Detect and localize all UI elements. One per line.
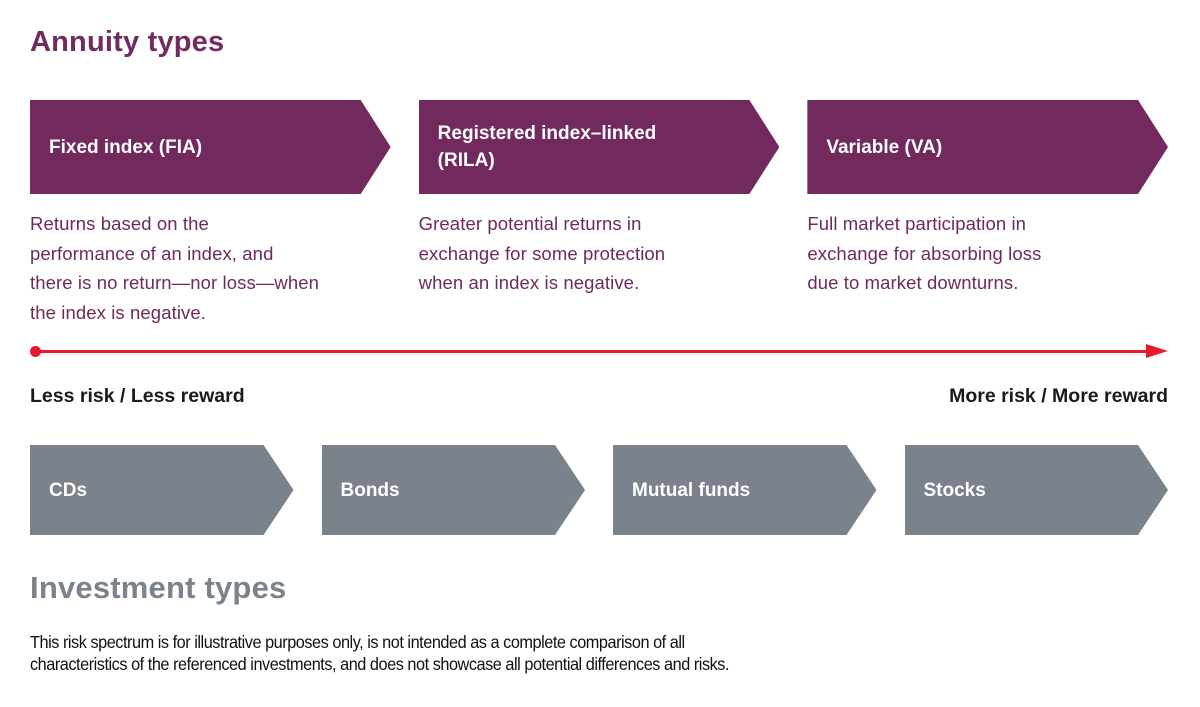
annuity-types-title: Annuity types <box>30 26 225 58</box>
spectrum-label-row: Less risk / Less reward More risk / More… <box>30 385 1168 408</box>
rila-description: Greater potential returns in exchange fo… <box>418 213 666 293</box>
disclaimer-text: This risk spectrum is for illustrative p… <box>30 632 730 674</box>
annuity-arrow-label: Variable (VA) <box>826 136 943 158</box>
annuity-description-row: Returns based on the performance of an i… <box>30 209 1168 327</box>
spectrum-line <box>35 350 1154 353</box>
investment-arrow-stocks: Stocks <box>905 445 1169 535</box>
investment-types-title: Investment types <box>30 570 287 605</box>
investment-arrow-row: CDs Bonds Mutual funds Stocks <box>30 445 1168 535</box>
investment-arrow-bonds: Bonds <box>322 445 586 535</box>
annuity-arrow-label: Fixed index (FIA) <box>49 136 203 158</box>
investment-arrow-label: Mutual funds <box>632 479 751 501</box>
annuity-arrow-variable: Variable (VA) <box>807 100 1168 194</box>
investment-arrow-label: CDs <box>49 479 88 501</box>
investment-arrow-mutual-funds: Mutual funds <box>613 445 877 535</box>
variable-description: Full market participation in exchange fo… <box>807 213 1042 293</box>
more-risk-label: More risk / More reward <box>949 385 1168 407</box>
investment-arrow-label: Stocks <box>923 479 986 501</box>
less-risk-label: Less risk / Less reward <box>30 385 245 407</box>
risk-spectrum-axis <box>30 344 1168 359</box>
investment-arrow-cds: CDs <box>30 445 294 535</box>
annuity-arrow-row: Fixed index (FIA) Registered index–linke… <box>30 100 1168 194</box>
annuity-arrow-rila: Registered index–linked (RILA) <box>419 100 780 194</box>
fixed-index-description: Returns based on the performance of an i… <box>30 213 320 323</box>
annuity-arrow-fixed-index: Fixed index (FIA) <box>30 100 391 194</box>
spectrum-arrowhead-icon <box>1146 344 1168 358</box>
annuity-arrow-label: Registered index–linked (RILA) <box>437 123 657 171</box>
investment-arrow-label: Bonds <box>340 479 400 501</box>
